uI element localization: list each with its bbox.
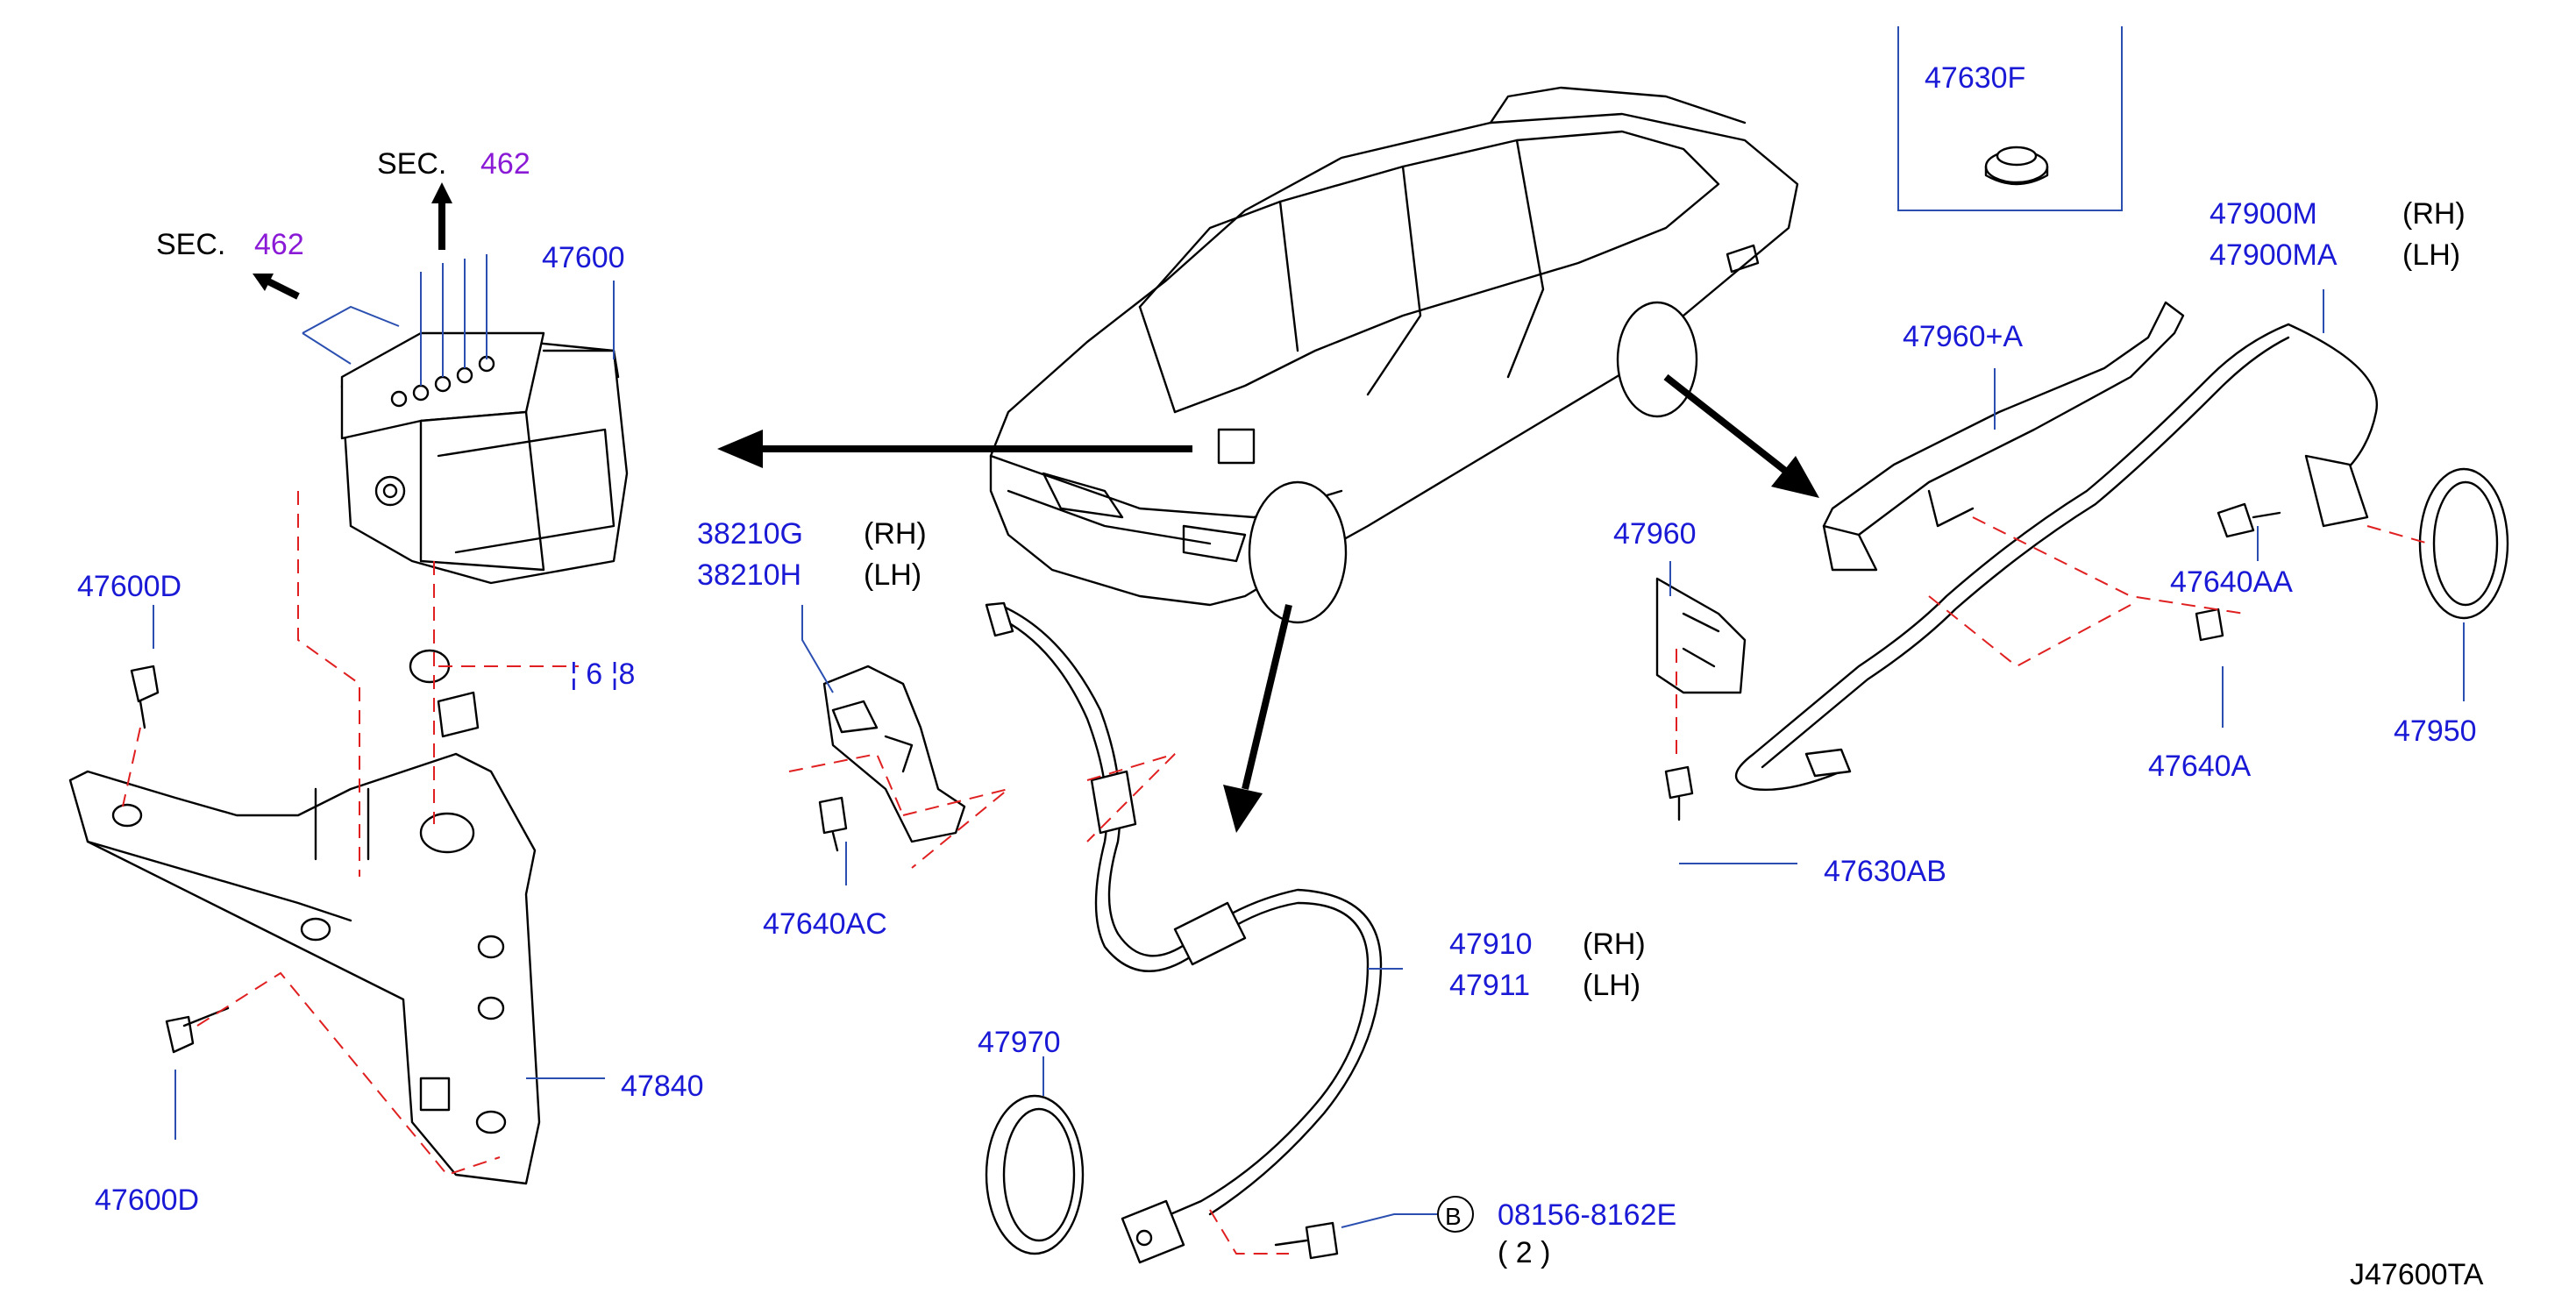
lh-label-1: (LH) <box>864 558 922 592</box>
sec-ref-top-label: SEC. <box>377 147 446 181</box>
rear-leaders <box>1669 289 2465 864</box>
part-47910[interactable]: 47910 <box>1449 928 1533 961</box>
part-47600d-top[interactable]: 47600D <box>77 570 181 603</box>
part-47640aa[interactable]: 47640AA <box>2170 565 2293 599</box>
lh-label-2: (LH) <box>1583 969 1640 1002</box>
part-47640ac[interactable]: 47640AC <box>763 907 887 941</box>
part-47900ma[interactable]: 47900MA <box>2210 238 2338 272</box>
part-47911[interactable]: 47911 <box>1449 969 1530 1002</box>
part-468[interactable]: ¦ 6 ¦8 <box>570 658 635 691</box>
lh-label-3: (LH) <box>2402 238 2460 272</box>
part-47600d-bottom[interactable]: 47600D <box>95 1184 199 1217</box>
diagram-code: J47600TA <box>2350 1258 2484 1291</box>
part-08156-8162e[interactable]: 08156-8162E <box>1498 1198 1676 1232</box>
part-47640a[interactable]: 47640A <box>2148 750 2252 783</box>
part-47840[interactable]: 47840 <box>621 1070 704 1103</box>
sec-ref-left-number[interactable]: 462 <box>254 228 304 261</box>
tone-ring-47970 <box>985 1056 1085 1255</box>
rh-label-1: (RH) <box>864 517 927 551</box>
part-47970[interactable]: 47970 <box>978 1026 1061 1059</box>
rear-wheel-sensor-47900m <box>1735 323 2379 792</box>
part-47960-a[interactable]: 47960+A <box>1903 320 2023 353</box>
part-47600[interactable]: 47600 <box>542 241 625 274</box>
part-47950[interactable]: 47950 <box>2394 714 2477 748</box>
rear-dashed-lines <box>1676 516 2430 763</box>
direction-arrows <box>253 182 1819 833</box>
bolt-08156 <box>1274 1196 1474 1260</box>
sensor-bracket-38210 <box>788 605 1009 885</box>
grommet-box-47630f <box>1897 26 2123 211</box>
circle-b-marker: B <box>1445 1203 1462 1230</box>
part-47630f[interactable]: 47630F <box>1925 61 2025 95</box>
sec-ref-top-number[interactable]: 462 <box>480 147 530 181</box>
bolts-47600d <box>130 665 230 1054</box>
part-47630ab[interactable]: 47630AB <box>1824 855 1946 888</box>
quantity-label: ( 2 ) <box>1498 1236 1550 1269</box>
rh-label-2: (RH) <box>1583 928 1646 961</box>
rh-label-3: (RH) <box>2402 197 2466 231</box>
labels: SEC. 462 SEC. 462 47600 47600D ¦ 6 ¦8 47… <box>77 61 2484 1291</box>
abs-actuator-unit <box>302 254 629 585</box>
abs-dashed-lines <box>122 491 579 1177</box>
part-38210g[interactable]: 38210G <box>697 517 803 551</box>
abs-leaders <box>153 605 605 1140</box>
rear-tone-ring-47950 <box>2418 467 2509 620</box>
part-47900m[interactable]: 47900M <box>2210 197 2317 231</box>
front-wheel-sensor-47910 <box>985 601 1403 1264</box>
sec-ref-left-label: SEC. <box>156 228 225 261</box>
part-38210h[interactable]: 38210H <box>697 558 801 592</box>
abs-bracket-47840 <box>68 649 541 1185</box>
part-47960[interactable]: 47960 <box>1613 517 1697 551</box>
rear-bracket-47960 <box>1655 301 2185 821</box>
